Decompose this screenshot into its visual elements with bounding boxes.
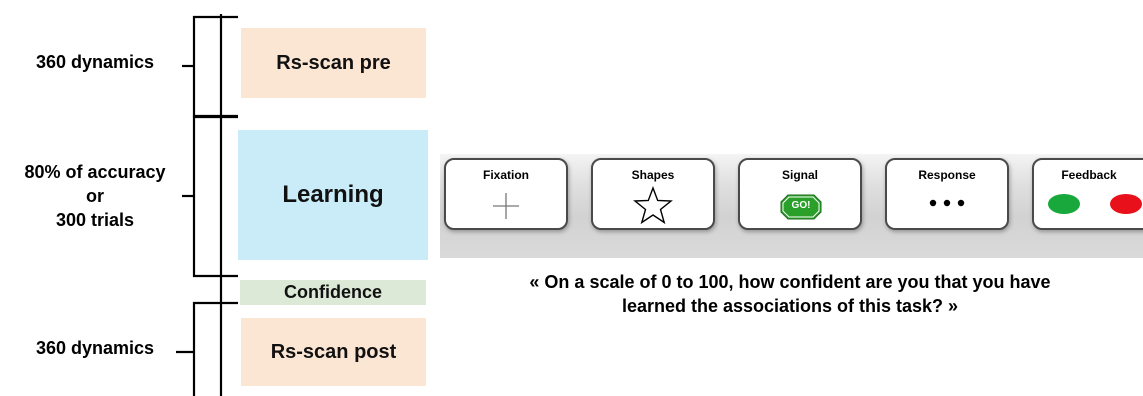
star-icon — [633, 186, 673, 224]
response-card: Response — [885, 158, 1009, 230]
learning-label: Learning — [282, 181, 384, 208]
question-line-2: learned the associations of this task? » — [621, 296, 959, 316]
rs-scan-post-block: Rs-scan post — [241, 318, 426, 386]
fixation-card: Fixation — [444, 158, 568, 230]
feedback-card: Feedback — [1032, 158, 1143, 230]
learning-criterion-label: 80% of accuracy or 300 trials — [0, 160, 190, 232]
bracket-learning — [192, 115, 238, 278]
pre-phase-label: 360 dynamics — [35, 52, 155, 72]
feedback-dots-icon — [1048, 194, 1142, 214]
ellipsis-icon — [929, 199, 965, 207]
timeline-brackets — [176, 14, 238, 396]
go-sign-text: GO! — [791, 200, 811, 211]
confidence-label: Confidence — [283, 282, 382, 302]
confidence-block: Confidence — [240, 280, 426, 305]
rs-scan-post-label: Rs-scan post — [270, 340, 397, 363]
confidence-question: « On a scale of 0 to 100, how confident … — [470, 270, 1110, 318]
criterion-line-2: or — [86, 186, 104, 206]
bracket-pre — [192, 15, 238, 118]
rs-scan-pre-block: Rs-scan pre — [241, 28, 426, 98]
feedback-title: Feedback — [1061, 168, 1117, 182]
post-phase-label: 360 dynamics — [35, 338, 155, 358]
response-title: Response — [918, 168, 976, 182]
plus-icon — [493, 193, 519, 219]
go-sign-icon — [780, 194, 822, 220]
learning-block: Learning — [238, 130, 428, 260]
criterion-line-3: 300 trials — [55, 210, 135, 230]
rs-scan-pre-label: Rs-scan pre — [276, 51, 391, 74]
fixation-title: Fixation — [482, 168, 529, 182]
correct-feedback-dot — [1048, 194, 1080, 214]
bracket-post — [192, 301, 238, 396]
shapes-card: Shapes — [591, 158, 715, 230]
shapes-title: Shapes — [631, 168, 675, 182]
criterion-line-1: 80% of accuracy — [24, 162, 166, 182]
question-line-1: « On a scale of 0 to 100, how confident … — [529, 272, 1051, 292]
incorrect-feedback-dot — [1110, 194, 1142, 214]
signal-title: Signal — [781, 168, 818, 182]
signal-card: Signal GO! — [738, 158, 862, 230]
